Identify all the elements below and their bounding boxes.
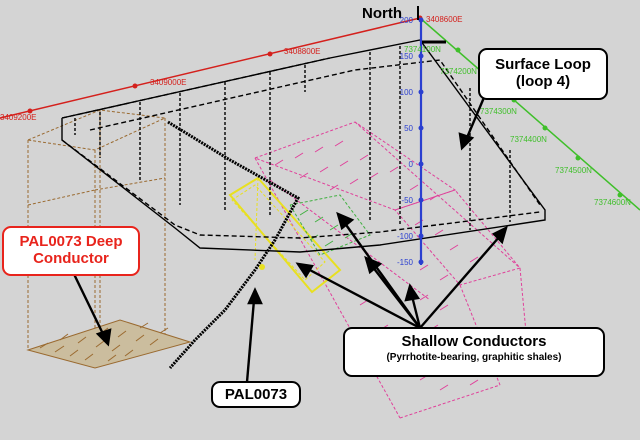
elevation-label: 50 bbox=[404, 124, 413, 133]
easting-tick bbox=[27, 108, 33, 114]
northing-grid-line bbox=[419, 17, 640, 211]
callout-drillhole: PAL0073 bbox=[211, 381, 301, 408]
northing-tick bbox=[455, 47, 461, 53]
elevation-label: 100 bbox=[400, 88, 414, 97]
surface-loop bbox=[61, 39, 546, 253]
callout-shallow-conductors-subtitle: (Pyrrhotite-bearing, graphitic shales) bbox=[386, 352, 562, 364]
northing-labels: 7374100N 7374200N 7374300N 7374400N 7374… bbox=[404, 45, 631, 207]
elevation-label: 150 bbox=[400, 52, 414, 61]
northing-tick bbox=[542, 125, 548, 131]
elevation-label: -150 bbox=[397, 258, 414, 267]
shallow-conductor-yellow bbox=[228, 176, 342, 294]
callout-shallow-conductors: Shallow Conductors (Pyrrhotite-bearing, … bbox=[343, 327, 605, 377]
callout-surface-loop-subtitle: (loop 4) bbox=[515, 73, 571, 91]
easting-grid-line bbox=[0, 17, 421, 119]
callout-deep-conductor-line1: PAL0073 Deep bbox=[19, 233, 123, 250]
northing-label: 7374400N bbox=[510, 135, 547, 144]
elevation-label: -100 bbox=[397, 232, 414, 241]
callout-pointers bbox=[70, 87, 508, 383]
elevation-label: -50 bbox=[401, 196, 413, 205]
northing-label: 7374600N bbox=[594, 198, 631, 207]
easting-label: 3409200E bbox=[0, 113, 36, 122]
northing-label: 7374500N bbox=[555, 166, 592, 175]
shallow-conductor-green bbox=[289, 194, 371, 256]
easting-tick bbox=[267, 51, 273, 57]
northing-label: 7374200N bbox=[440, 67, 477, 76]
easting-tick bbox=[132, 83, 138, 89]
easting-labels: 3408600E 3408800E 3409000E 3409200E bbox=[0, 15, 462, 122]
elevation-label: 200 bbox=[400, 16, 414, 25]
drillhole-collar bbox=[259, 264, 265, 270]
easting-label: 3408800E bbox=[284, 47, 320, 56]
elevation-labels: 200 150 100 50 0 -50 -100 -150 bbox=[397, 16, 414, 267]
northing-tick bbox=[575, 155, 581, 161]
callout-drillhole-label: PAL0073 bbox=[224, 386, 288, 403]
northing-label: 7374100N bbox=[404, 45, 441, 54]
callout-surface-loop: Surface Loop (loop 4) bbox=[478, 48, 608, 100]
callout-deep-conductor: PAL0073 Deep Conductor bbox=[2, 226, 140, 276]
drillhole-trace bbox=[167, 120, 301, 369]
callout-surface-loop-title: Surface Loop bbox=[495, 56, 591, 73]
callout-shallow-conductors-title: Shallow Conductors bbox=[401, 333, 547, 350]
easting-label: 3409000E bbox=[150, 78, 186, 87]
north-label: North bbox=[362, 5, 402, 22]
northing-tick bbox=[617, 192, 623, 198]
elevation-ticks bbox=[418, 17, 424, 265]
northing-label: 7374300N bbox=[480, 107, 517, 116]
easting-label: 3408600E bbox=[426, 15, 462, 24]
callout-deep-conductor-line2: Conductor bbox=[33, 250, 109, 268]
elevation-label: 0 bbox=[409, 160, 414, 169]
